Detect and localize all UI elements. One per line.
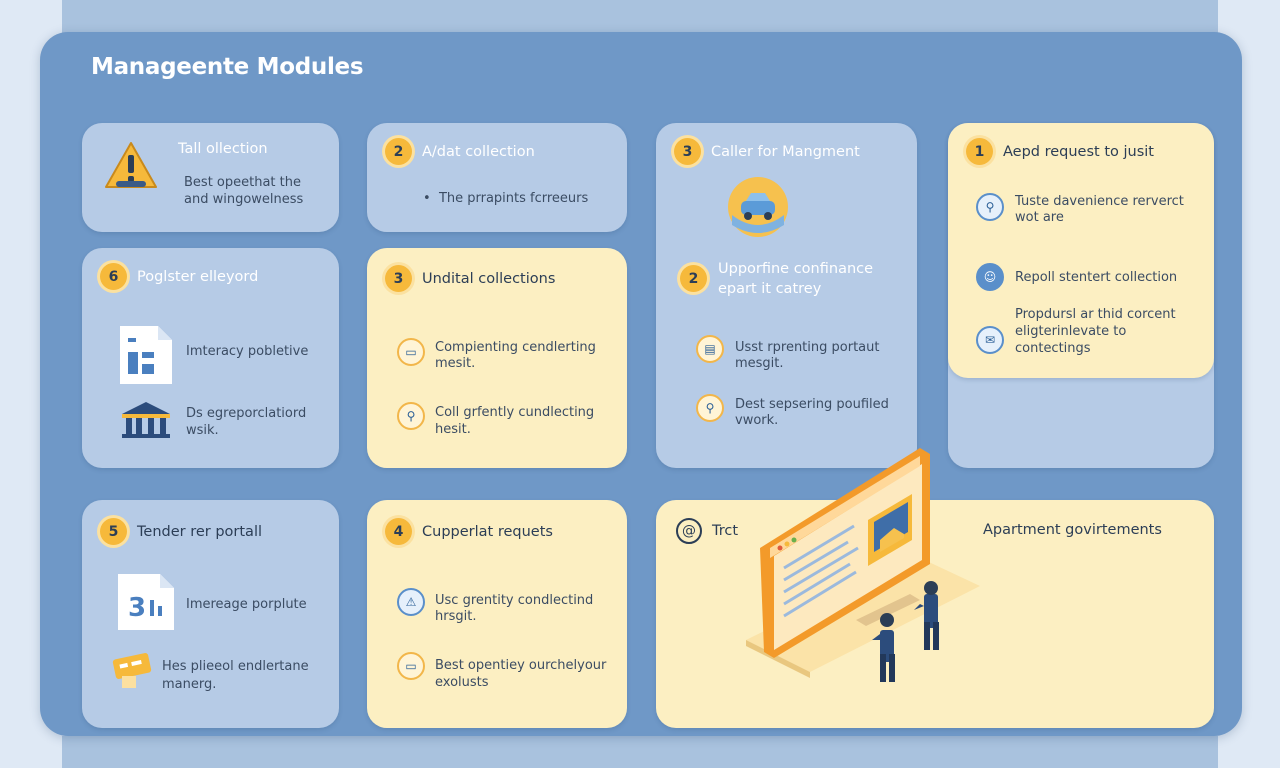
step-number-badge: 2 bbox=[680, 265, 707, 292]
sub-title: epart it catrey bbox=[718, 281, 822, 297]
step-number-badge: 6 bbox=[100, 263, 127, 290]
laptop-illustration bbox=[746, 448, 980, 682]
bullet-item: • The prrapints fcrreeurs bbox=[423, 191, 589, 206]
card-icon: ▭ bbox=[397, 652, 425, 680]
card-title: Poglster elleyord bbox=[137, 268, 259, 285]
item-line: Dest sepsering poufiled bbox=[735, 397, 889, 412]
background-band-bottom bbox=[62, 736, 1218, 768]
item-line: hesit. bbox=[435, 422, 471, 437]
item-line: Imteracy pobletive bbox=[186, 344, 309, 359]
step-number-badge: 1 bbox=[966, 138, 993, 165]
svg-text:3: 3 bbox=[128, 593, 146, 623]
location-pin-icon: ⚲ bbox=[696, 394, 724, 422]
card-undital-collections[interactable]: 3 Undital collections ▭ Compienting cend… bbox=[367, 248, 627, 468]
card-title: Tall ollection bbox=[178, 141, 268, 157]
item-line: wsik. bbox=[186, 423, 219, 438]
at-icon: @ bbox=[676, 518, 702, 544]
card-title: Tender rer portall bbox=[137, 523, 262, 540]
warning-icon bbox=[105, 142, 157, 188]
card-title: Caller for Mangment bbox=[711, 143, 860, 160]
document-icon: ▤ bbox=[696, 335, 724, 363]
item-line: Usc grentity condlectind bbox=[435, 593, 594, 608]
item-line: Propdursl ar thid corcent bbox=[1015, 307, 1176, 322]
card-caller-for-mangment[interactable]: 3 Caller for Mangment 2 Upporfine confin… bbox=[656, 123, 917, 468]
page-title: Manageente Modules bbox=[91, 54, 364, 80]
step-number-badge: 3 bbox=[385, 265, 412, 292]
card-line: and wingowelness bbox=[184, 192, 304, 207]
item-line: eligterinlevate to bbox=[1015, 324, 1127, 339]
card-title: Cupperlat requets bbox=[422, 523, 553, 540]
car-icon bbox=[728, 177, 788, 237]
background-band-top bbox=[62, 0, 1218, 34]
document-chart-icon bbox=[120, 326, 172, 384]
item-line: mesit. bbox=[435, 356, 476, 371]
item-line: Repoll stentert collection bbox=[1015, 270, 1178, 285]
card-aepd-request[interactable]: 1 Aepd request to jusit ⚲ Tuste davenien… bbox=[948, 123, 1214, 378]
location-pin-icon: ⚲ bbox=[397, 402, 425, 430]
item-line: Tuste davenience rerverct bbox=[1015, 194, 1184, 209]
step-number-badge: 4 bbox=[385, 518, 412, 545]
bank-icon bbox=[122, 402, 170, 438]
card-title: Trct bbox=[712, 523, 739, 539]
item-line: vwork. bbox=[735, 413, 779, 428]
item-line: contectings bbox=[1015, 341, 1091, 356]
card-right-title: Apartment govirtements bbox=[983, 522, 1162, 538]
card-title: Aepd request to jusit bbox=[1003, 143, 1154, 160]
item-line: manerg. bbox=[162, 677, 217, 692]
item-line: Compienting cendlerting bbox=[435, 340, 596, 355]
chat-icon: ✉ bbox=[976, 326, 1004, 354]
location-pin-icon: ⚲ bbox=[976, 193, 1004, 221]
card-poglster-elleyord[interactable]: 6 Poglster elleyord Imteracy pobletive D… bbox=[82, 248, 339, 468]
card-tender-rer-portall[interactable]: 5 Tender rer portall 3 Imereage porplute… bbox=[82, 500, 339, 728]
item-line: Usst rprenting portaut bbox=[735, 340, 880, 355]
item-line: Imereage porplute bbox=[186, 597, 307, 612]
item-line: Ds egreporclatiord bbox=[186, 406, 307, 421]
item-line: Best opentiey ourchelyour bbox=[435, 658, 607, 673]
warning-icon: ⚠ bbox=[397, 588, 425, 616]
card-icon: ▭ bbox=[397, 338, 425, 366]
item-line: wot are bbox=[1015, 210, 1064, 225]
step-number-badge: 2 bbox=[385, 138, 412, 165]
item-line: mesgit. bbox=[735, 356, 784, 371]
card-adat-collection[interactable]: 2 A/dat collection • The prrapints fcrre… bbox=[367, 123, 627, 232]
user-icon: ☺ bbox=[976, 263, 1004, 291]
ticket-icon bbox=[112, 653, 152, 688]
item-line: exolusts bbox=[435, 675, 489, 690]
card-title: A/dat collection bbox=[422, 143, 535, 160]
item-line: Coll grfently cundlecting bbox=[435, 405, 595, 420]
item-line: hrsgit. bbox=[435, 609, 477, 624]
card-tall-ollection[interactable]: Tall ollection Best opeethat the and win… bbox=[82, 123, 339, 232]
item-line: Hes plieeol endlertane bbox=[162, 659, 309, 674]
card-cupperlat-requets[interactable]: 4 Cupperlat requets ⚠ Usc grentity condl… bbox=[367, 500, 627, 728]
card-line: Best opeethat the bbox=[184, 175, 301, 190]
document-number-icon: 3 bbox=[118, 574, 174, 630]
sub-title: Upporfine confinance bbox=[718, 261, 874, 277]
step-number-badge: 3 bbox=[674, 138, 701, 165]
card-title: Undital collections bbox=[422, 270, 556, 287]
step-number-badge: 5 bbox=[100, 518, 127, 545]
